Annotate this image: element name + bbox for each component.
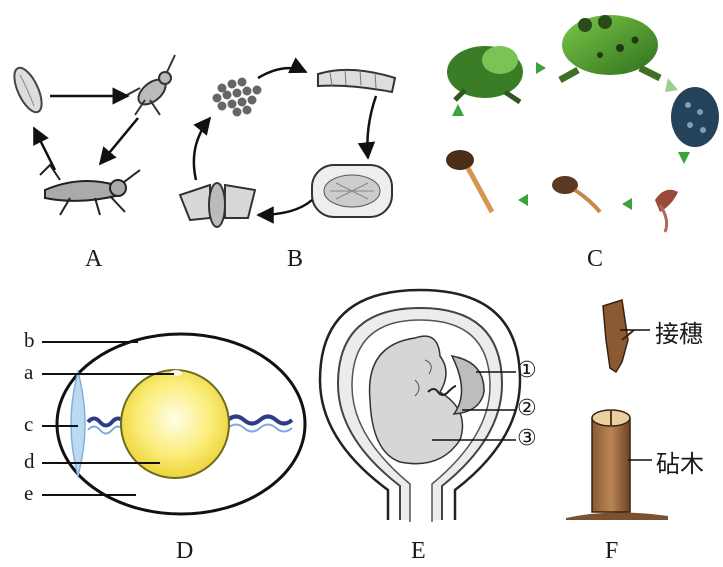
grasshopper-egg-icon [9, 64, 47, 116]
silkworm-cocoon-icon [312, 165, 392, 217]
silkworm-larva-icon [318, 70, 395, 92]
young-frog-icon [447, 46, 523, 102]
egg-label-e: e [24, 481, 33, 506]
caption-f: F [605, 538, 618, 565]
tadpole-icon [446, 150, 492, 212]
egg-label-b: b [24, 328, 35, 353]
tadpole-early-icon [655, 190, 678, 232]
uterus-label-1: ① [517, 358, 537, 383]
egg-label-c: c [24, 412, 33, 437]
caption-e: E [411, 538, 426, 565]
uterus-label-2: ② [517, 396, 537, 421]
panel-d-bird-egg [42, 334, 305, 514]
scion-label: 接穗 [655, 314, 703, 349]
silkworm-eggs-icon [213, 78, 262, 117]
panel-f-grafting [566, 300, 668, 520]
grasshopper-adult-icon [40, 165, 140, 215]
egg-label-a: a [24, 360, 33, 385]
caption-c: C [587, 246, 603, 273]
rootstock [592, 418, 630, 512]
grasshopper-nymph-icon [125, 55, 175, 115]
tadpole-legs-icon [552, 176, 600, 212]
yolk [121, 370, 229, 478]
caption-a: A [85, 246, 102, 273]
caption-b: B [287, 246, 303, 273]
rootstock-label: 砧木 [656, 444, 704, 479]
scion [603, 300, 628, 372]
panel-c-frog-cycle [446, 15, 719, 232]
panel-b-silkworm-cycle [180, 68, 395, 227]
caption-d: D [176, 538, 193, 565]
silkworm-moth-icon [180, 183, 255, 227]
ground [566, 512, 668, 520]
frog-eggs-icon [671, 87, 719, 147]
panel-e-uterus [320, 290, 520, 522]
adult-frog-icon [560, 15, 660, 80]
panel-a-grasshopper-cycle [9, 55, 175, 215]
uterus-label-3: ③ [517, 426, 537, 451]
egg-label-d: d [24, 449, 35, 474]
